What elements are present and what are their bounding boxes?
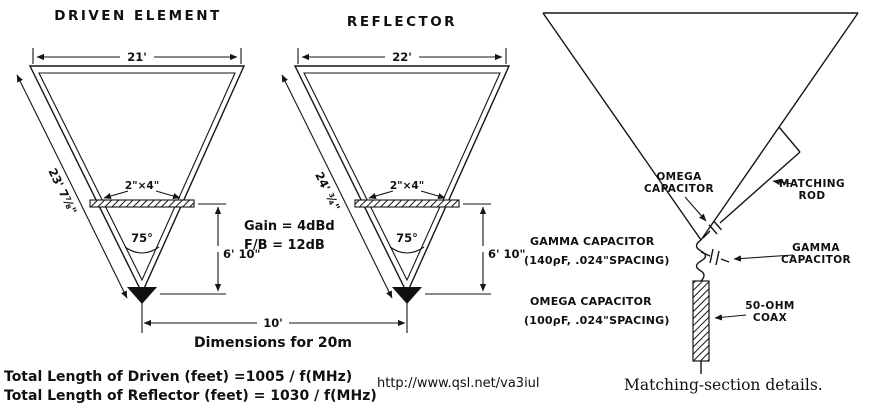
front-to-back-text: F/B = 12dB xyxy=(244,238,325,253)
coax-label-line2: COAX xyxy=(753,312,787,324)
coax-pointer: 50-OHM COAX xyxy=(714,300,795,324)
gamma-spec-line1: GAMMA CAPACITOR xyxy=(530,235,655,248)
reflector-top-dimension: 22' xyxy=(297,48,507,64)
matching-loop-right-wire xyxy=(700,12,859,241)
driven-side-dimension: 23' 7⅞" xyxy=(16,74,128,299)
omega-spec-line1: OMEGA CAPACITOR xyxy=(530,295,652,308)
driven-height-dimension: 6' 10" xyxy=(160,203,261,295)
feedline-squiggle xyxy=(695,239,707,282)
spacing-dimension-label: 10' xyxy=(263,316,283,330)
coax-cable xyxy=(692,280,710,374)
rod-pointer-line2: ROD xyxy=(799,190,826,202)
source-url-text: http://www.qsl.net/va3iul xyxy=(377,376,540,391)
reflector-length-formula: Total Length of Reflector (feet) = 1030 … xyxy=(4,388,377,404)
driven-loop-inner xyxy=(38,72,236,282)
omega-pointer-line1: OMEGA xyxy=(656,171,702,183)
driven-boom-label: 2"×4" xyxy=(125,180,159,192)
reflector-side-dimension: 24' ¾" xyxy=(281,74,393,299)
matching-loop-left-wire xyxy=(542,12,702,241)
omega-capacitor-pointer: OMEGA CAPACITOR xyxy=(644,171,714,222)
dimensions-caption: Dimensions for 20m xyxy=(194,335,352,351)
performance-notes: Gain = 4dBd F/B = 12dB xyxy=(244,219,335,253)
reflector-title: REFLECTOR xyxy=(347,14,457,30)
footer-text: Total Length of Driven (feet) =1005 / f(… xyxy=(4,369,540,404)
driven-loop-outer xyxy=(28,65,246,295)
omega-pointer-line2: CAPACITOR xyxy=(644,183,714,195)
reflector-feedpoint-marker xyxy=(392,287,422,304)
spacing-dimension: 10' Dimensions for 20m xyxy=(141,303,408,351)
matching-section-group: OMEGA CAPACITOR MATCHING ROD GAMMA CAPAC… xyxy=(524,12,859,394)
gamma-pointer-line1: GAMMA xyxy=(792,242,840,254)
gamma-spec-line2: (140ρF, .024"SPACING) xyxy=(524,254,670,267)
matching-section-caption: Matching-section details. xyxy=(624,376,823,394)
driven-length-formula: Total Length of Driven (feet) =1005 / f(… xyxy=(4,369,352,385)
driven-top-dimension-label: 21' xyxy=(127,50,147,64)
gamma-capacitor: GAMMA CAPACITOR xyxy=(700,242,851,266)
rod-pointer-line1: MATCHING xyxy=(779,178,845,190)
gain-text: Gain = 4dBd xyxy=(244,219,335,234)
gamma-capacitor-spec: GAMMA CAPACITOR (140ρF, .024"SPACING) xyxy=(524,235,670,267)
omega-spec-line2: (100ρF, .024"SPACING) xyxy=(524,314,670,327)
reflector-side-dimension-label: 24' ¾" xyxy=(312,170,343,213)
omega-capacitor-spec: OMEGA CAPACITOR (100ρF, .024"SPACING) xyxy=(524,295,670,327)
driven-apex-angle: 75° xyxy=(124,231,160,254)
reflector-angle-label: 75° xyxy=(396,231,418,245)
reflector-boom: 2"×4" xyxy=(354,180,460,208)
reflector-loop-inner xyxy=(303,72,501,282)
driven-element-group: DRIVEN ELEMENT 21' 23' 7⅞" 2"×4" xyxy=(16,8,261,304)
reflector-boom-label: 2"×4" xyxy=(390,180,424,192)
driven-height-label: 6' 10" xyxy=(223,247,261,261)
coax-label-line1: 50-OHM xyxy=(745,300,795,312)
matching-rod xyxy=(702,126,801,239)
driven-title: DRIVEN ELEMENT xyxy=(54,8,222,24)
reflector-apex-angle: 75° xyxy=(389,231,425,254)
reflector-group: REFLECTOR 22' 24' ¾" 2"×4" 75° xyxy=(281,14,526,304)
driven-angle-label: 75° xyxy=(131,231,153,245)
gamma-pointer-line2: CAPACITOR xyxy=(781,254,851,266)
reflector-top-dimension-label: 22' xyxy=(392,50,412,64)
reflector-loop-outer xyxy=(293,65,511,295)
reflector-height-label: 6' 10" xyxy=(488,247,526,261)
driven-boom: 2"×4" xyxy=(89,180,195,208)
matching-rod-pointer: MATCHING ROD xyxy=(772,178,845,202)
driven-top-dimension: 21' xyxy=(32,48,242,64)
driven-feedpoint-marker xyxy=(127,287,157,304)
reflector-height-dimension: 6' 10" xyxy=(425,203,526,295)
